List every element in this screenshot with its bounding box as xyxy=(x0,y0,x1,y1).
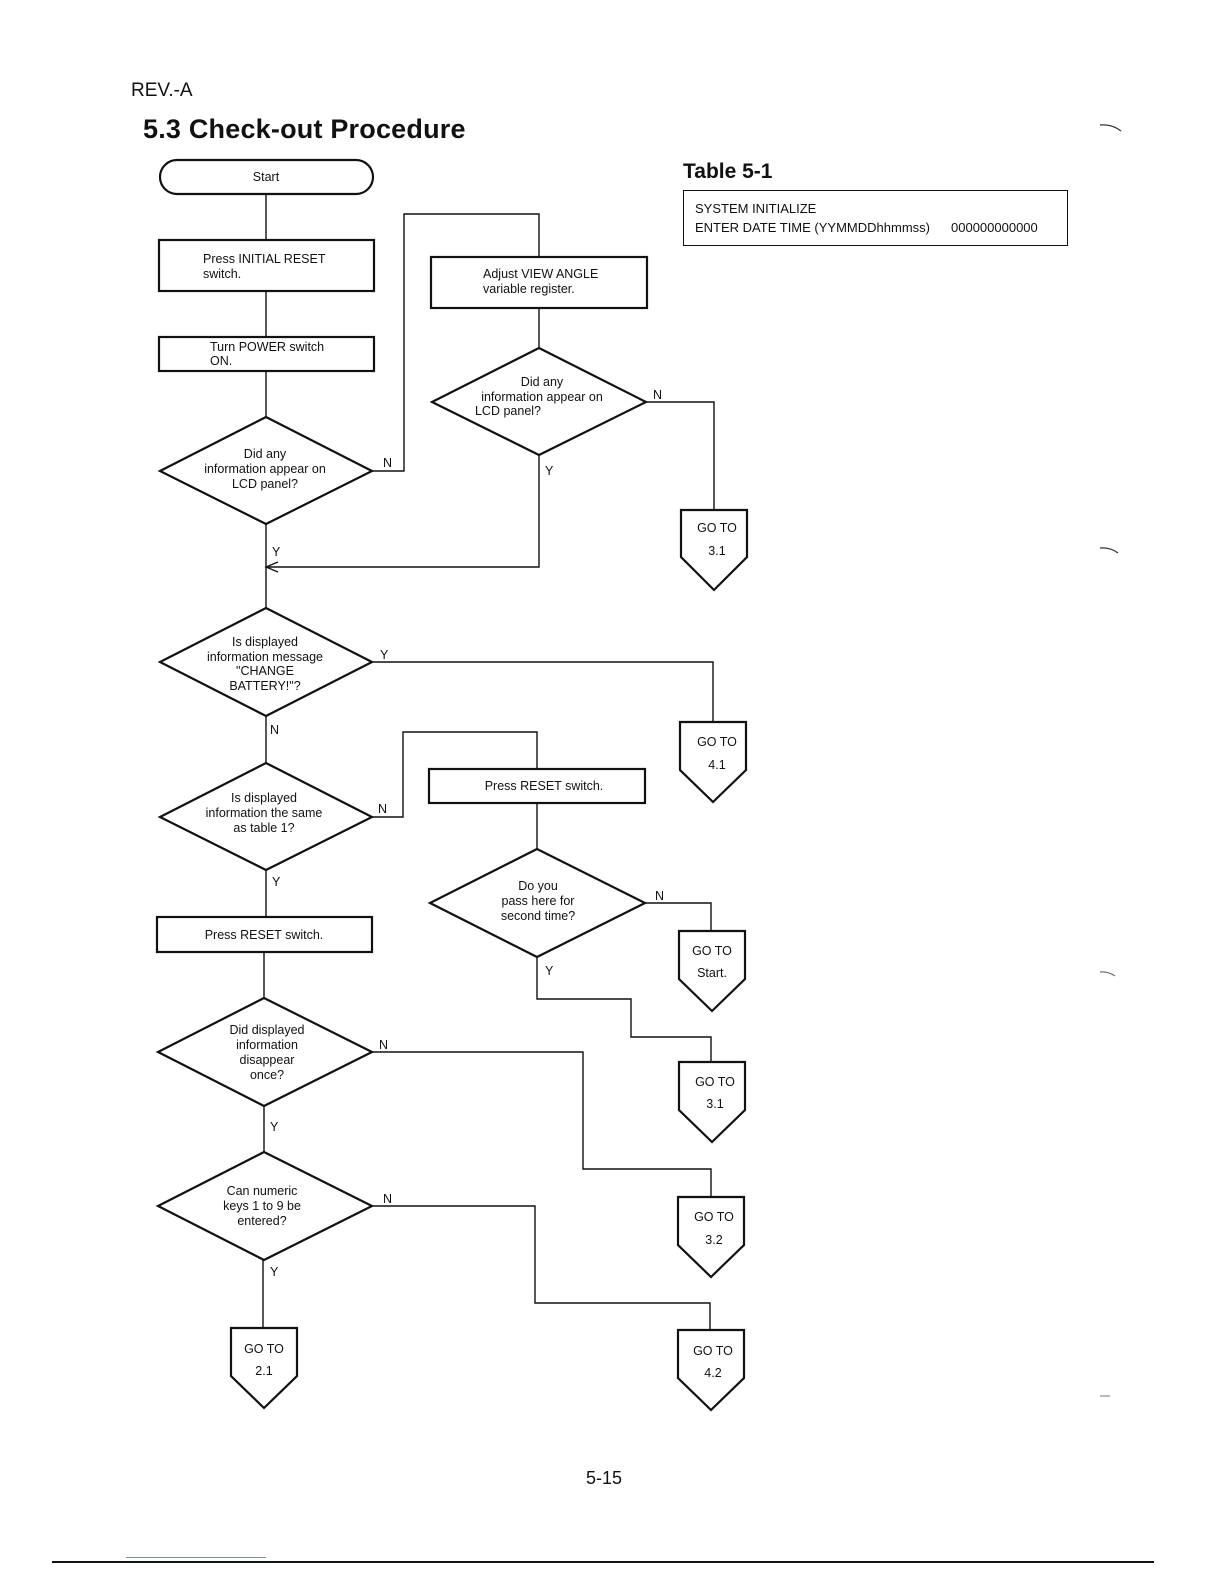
goto-label: GO TO xyxy=(695,1075,735,1089)
table-line-2: ENTER DATE TIME (YYMMDDhhmmss) 000000000… xyxy=(695,220,1038,235)
goto-label: GO TO xyxy=(693,1344,733,1358)
process-press-reset-right: Press RESET switch. xyxy=(427,767,647,805)
bottom-rule xyxy=(52,1561,1154,1563)
decision-second-time: Do you pass here for second time? xyxy=(427,847,648,959)
label-no: N xyxy=(383,456,392,470)
table-line-2-label: ENTER DATE TIME (YYMMDDhhmmss) xyxy=(695,220,930,235)
goto-connector-4-2: GO TO 4.2 xyxy=(676,1328,746,1412)
decision-text-line: Is displayed xyxy=(231,791,297,805)
table-box: SYSTEM INITIALIZE ENTER DATE TIME (YYMMD… xyxy=(683,190,1068,246)
goto-label: GO TO xyxy=(694,1210,734,1224)
goto-label: GO TO xyxy=(244,1342,284,1356)
decision-text-line: once? xyxy=(250,1068,284,1082)
goto-connector-start: GO TO Start. xyxy=(677,929,747,1013)
decision-text-line: LCD panel? xyxy=(475,404,541,418)
table-line-1: SYSTEM INITIALIZE xyxy=(695,201,817,216)
decision-text-line: disappear xyxy=(240,1053,295,1067)
decision-text-line: information message xyxy=(207,650,323,664)
label-yes: Y xyxy=(270,1120,279,1134)
bottom-rule-accent xyxy=(126,1557,266,1558)
goto-connector-4-1: GO TO 4.1 xyxy=(678,720,748,804)
label-yes: Y xyxy=(545,964,554,978)
decision-text-line: second time? xyxy=(501,909,575,923)
start-terminator: Start xyxy=(158,158,375,196)
goto-connector-3-1-a: GO TO 3.1 xyxy=(679,508,749,592)
label-no: N xyxy=(378,802,387,816)
decision-disappear-once: Did displayed information disappear once… xyxy=(155,996,375,1108)
decision-text-line: Do you xyxy=(518,879,558,893)
table-title: Table 5-1 xyxy=(683,160,773,183)
scan-mark xyxy=(1099,971,1116,977)
goto-connector-3-2: GO TO 3.2 xyxy=(676,1195,746,1279)
decision-text-line: entered? xyxy=(237,1214,286,1228)
label-yes: Y xyxy=(272,875,281,889)
decision-text-line: "CHANGE xyxy=(236,664,294,678)
process-text-line: Adjust VIEW ANGLE xyxy=(483,267,598,281)
label-yes: Y xyxy=(272,545,281,559)
goto-target: 2.1 xyxy=(255,1364,272,1378)
label-no: N xyxy=(383,1192,392,1206)
decision-text-line: information appear on xyxy=(204,462,326,476)
label-yes: Y xyxy=(545,464,554,478)
page-title: 5.3 Check-out Procedure xyxy=(143,114,466,144)
label-yes: Y xyxy=(380,648,389,662)
scan-mark xyxy=(1099,124,1122,132)
decision-did-any-info-appear-2: Did any information appear on LCD panel? xyxy=(429,346,649,457)
goto-target: 3.1 xyxy=(706,1097,723,1111)
goto-label: GO TO xyxy=(697,735,737,749)
decision-text-line: LCD panel? xyxy=(232,477,298,491)
decision-text-line: Did displayed xyxy=(229,1023,304,1037)
process-text-line: switch. xyxy=(203,267,241,281)
decision-text-line: information appear on xyxy=(481,390,603,404)
decision-change-battery: Is displayed information message "CHANGE… xyxy=(157,606,375,718)
goto-target: 3.1 xyxy=(708,544,725,558)
process-text-line: variable register. xyxy=(483,282,575,296)
decision-text-line: as table 1? xyxy=(233,821,294,835)
goto-target: 3.2 xyxy=(705,1233,722,1247)
goto-label: GO TO xyxy=(697,521,737,535)
process-press-reset-left: Press RESET switch. xyxy=(155,915,374,954)
goto-target: Start. xyxy=(697,966,727,980)
decision-text-line: Did any xyxy=(521,375,564,389)
label-no: N xyxy=(379,1038,388,1052)
process-text-line: Press RESET switch. xyxy=(485,779,604,793)
decision-same-as-table: Is displayed information the same as tab… xyxy=(157,761,375,872)
process-press-initial-reset: Press INITIAL RESET switch. xyxy=(157,238,376,293)
process-text-line: ON. xyxy=(210,354,232,368)
table-line-2-value: 000000000000 xyxy=(951,220,1038,235)
decision-text-line: information the same xyxy=(206,806,323,820)
scan-mark xyxy=(1099,547,1119,554)
process-text-line: Press RESET switch. xyxy=(205,928,324,942)
decision-text-line: Did any xyxy=(244,447,287,461)
process-adjust-view-angle: Adjust VIEW ANGLE variable register. xyxy=(429,255,649,310)
decision-text-line: information xyxy=(236,1038,298,1052)
goto-connector-2-1: GO TO 2.1 xyxy=(229,1326,299,1410)
goto-target: 4.1 xyxy=(708,758,725,772)
decision-text-line: Is displayed xyxy=(232,635,298,649)
goto-label: GO TO xyxy=(692,944,732,958)
decision-numeric-keys: Can numeric keys 1 to 9 be entered? xyxy=(155,1150,375,1262)
decision-text-line: BATTERY!"? xyxy=(229,679,300,693)
process-turn-power-on: Turn POWER switch ON. xyxy=(157,335,376,373)
label-no: N xyxy=(655,889,664,903)
decision-text-line: pass here for xyxy=(502,894,575,908)
label-yes: Y xyxy=(270,1265,279,1279)
process-text-line: Press INITIAL RESET xyxy=(203,252,326,266)
start-label: Start xyxy=(253,170,280,184)
decision-text-line: Can numeric xyxy=(227,1184,298,1198)
goto-target: 4.2 xyxy=(704,1366,721,1380)
decision-did-any-info-appear-1: Did any information appear on LCD panel? xyxy=(157,415,375,526)
goto-connector-3-1-b: GO TO 3.1 xyxy=(677,1060,747,1144)
page-number: 5-15 xyxy=(586,1468,623,1488)
label-no: N xyxy=(653,388,662,402)
label-no: N xyxy=(270,723,279,737)
process-text-line: Turn POWER switch xyxy=(210,340,324,354)
decision-text-line: keys 1 to 9 be xyxy=(223,1199,301,1213)
revision-label: REV.-A xyxy=(131,80,193,101)
